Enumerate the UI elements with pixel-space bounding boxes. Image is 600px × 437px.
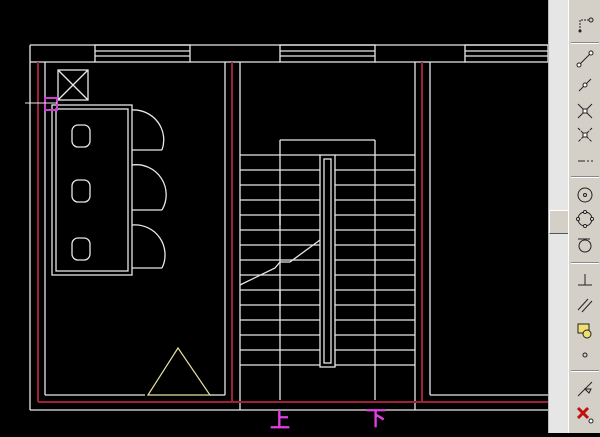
center-snap-icon[interactable] bbox=[573, 184, 597, 206]
door-swing bbox=[146, 346, 212, 396]
floor-plan bbox=[25, 44, 549, 411]
perpendicular-snap-icon[interactable] bbox=[573, 270, 597, 292]
apparent-intersection-snap-icon[interactable] bbox=[573, 124, 597, 146]
object-snap-toolbar bbox=[568, 0, 600, 433]
drawing-canvas[interactable]: 上 下 bbox=[0, 0, 549, 433]
insert-snap-icon[interactable] bbox=[573, 320, 597, 342]
scrollbar-thumb[interactable] bbox=[549, 210, 569, 234]
midpoint-snap-icon[interactable] bbox=[573, 74, 597, 96]
tangent-snap-icon[interactable] bbox=[573, 234, 597, 256]
temporary-tracking-icon[interactable] bbox=[573, 14, 597, 36]
parallel-snap-icon[interactable] bbox=[573, 294, 597, 316]
grip-marker[interactable] bbox=[44, 97, 58, 111]
quadrant-snap-icon[interactable] bbox=[573, 208, 597, 230]
label-down: 下 bbox=[366, 406, 386, 430]
label-up: 上 bbox=[270, 408, 290, 432]
endpoint-snap-icon[interactable] bbox=[573, 48, 597, 70]
intersection-snap-icon[interactable] bbox=[573, 100, 597, 122]
snap-none-icon[interactable] bbox=[573, 404, 597, 426]
extension-snap-icon[interactable] bbox=[573, 150, 597, 172]
node-snap-icon[interactable] bbox=[573, 344, 597, 366]
vertical-scrollbar[interactable] bbox=[548, 0, 569, 433]
nearest-snap-icon[interactable] bbox=[573, 378, 597, 400]
